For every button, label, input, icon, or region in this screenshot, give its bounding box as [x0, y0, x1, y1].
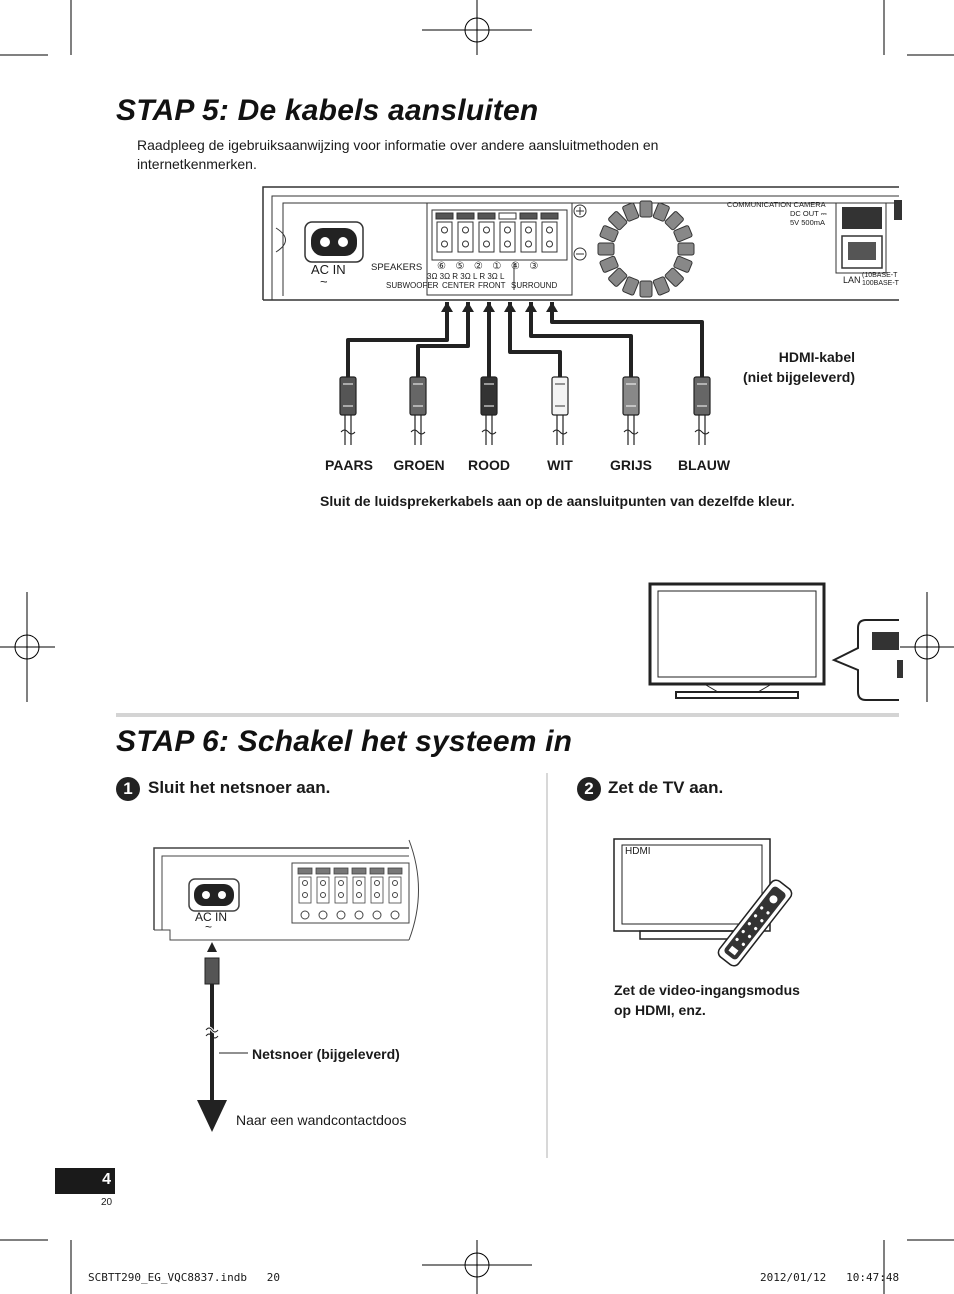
speaker-note: Sluit de luidsprekerkabels aan op de aan…: [320, 493, 795, 509]
tv-hdmi-label: HDMI: [625, 846, 651, 857]
page-number-small: 20: [101, 1197, 113, 1208]
cord-label: Netsnoer (bijgeleverd): [252, 1046, 400, 1062]
sub-step-1: Sluit het netsnoer aan.: [148, 778, 331, 797]
lan-label: LAN: [843, 275, 861, 285]
step6-title: STAP 6: Schakel het systeem in: [116, 725, 573, 758]
color-paars: PAARS: [325, 457, 373, 473]
group-center: CENTER: [442, 281, 475, 290]
color-grijs: GRIJS: [609, 457, 652, 473]
terminal-numbers: ⑥⑤②①④③: [437, 261, 548, 272]
speaker-terminals-small: [297, 867, 403, 920]
rear-panel-small: [153, 839, 419, 941]
lan-spec-2: 100BASE-T: [862, 280, 899, 287]
color-rood: ROOD: [468, 457, 510, 473]
fan-vent: [597, 200, 695, 298]
remote-control-icon: [717, 879, 793, 967]
ac-symbol: ~: [320, 274, 328, 289]
tv-note-line1: Zet de video-ingangsmodus: [614, 982, 800, 998]
color-groen: GROEN: [393, 457, 445, 473]
page-number-tab: [55, 1168, 115, 1194]
hdmi-cable-line1: HDMI-kabel: [778, 349, 855, 365]
ohm-row: 3Ω 3Ω R 3Ω L R 3Ω L: [427, 272, 505, 281]
group-surround: SURROUND: [511, 281, 558, 290]
ac-symbol-small: ~: [205, 920, 213, 934]
step-number-1: 1: [116, 777, 140, 801]
section-divider: [116, 713, 899, 717]
ac-in-label: AC IN: [311, 262, 346, 277]
dc-out-label: DC OUT ⎓: [790, 209, 827, 218]
page-number: 4: [102, 1171, 111, 1188]
tv-note-line2: op HDMI, enz.: [614, 1002, 706, 1018]
comm-camera-label: COMMUNICATION CAMERA: [727, 200, 826, 209]
tv-step6: [613, 838, 793, 967]
power-cord: [197, 942, 248, 1132]
speaker-cables: [346, 302, 704, 378]
step5-title: STAP 5: De kabels aansluiten: [116, 94, 539, 127]
color-blauw: BLAUW: [677, 457, 731, 473]
ac-in-label-small: AC IN: [195, 910, 228, 924]
group-front: FRONT: [478, 281, 506, 290]
hdmi-cable-label: HDMI-kabel (niet bijgeleverd): [715, 347, 855, 387]
wall-outlet-label: Naar een wandcontactdoos: [236, 1112, 407, 1128]
cable-arrows: [441, 302, 558, 312]
group-subwoofer: SUBWOOFER: [386, 281, 439, 290]
step-number-2: 2: [577, 777, 601, 801]
dc-rating-label: 5V 500mA: [790, 218, 826, 227]
step5-intro: Raadpleeg de igebruiksaanwijzing voor in…: [137, 137, 659, 172]
file-name: SCBTT290_EG_VQC8837.indb 20: [88, 1271, 281, 1284]
tv-note: Zet de video-ingangsmodus op HDMI, enz.: [614, 980, 800, 1020]
sub-step-2: Zet de TV aan.: [608, 778, 724, 797]
rear-panel: [262, 186, 902, 301]
speaker-terminals: [435, 212, 559, 253]
print-timestamp: 2012/01/12 10:47:48: [760, 1271, 900, 1284]
hdmi-cable-line2: (niet bijgeleverd): [742, 369, 855, 385]
lan-spec-1: (10BASE-T: [862, 272, 898, 279]
tv-step5: [648, 582, 903, 701]
speakers-label: SPEAKERS: [371, 262, 423, 273]
color-wit: WIT: [547, 457, 573, 473]
cable-plugs: [339, 376, 711, 445]
